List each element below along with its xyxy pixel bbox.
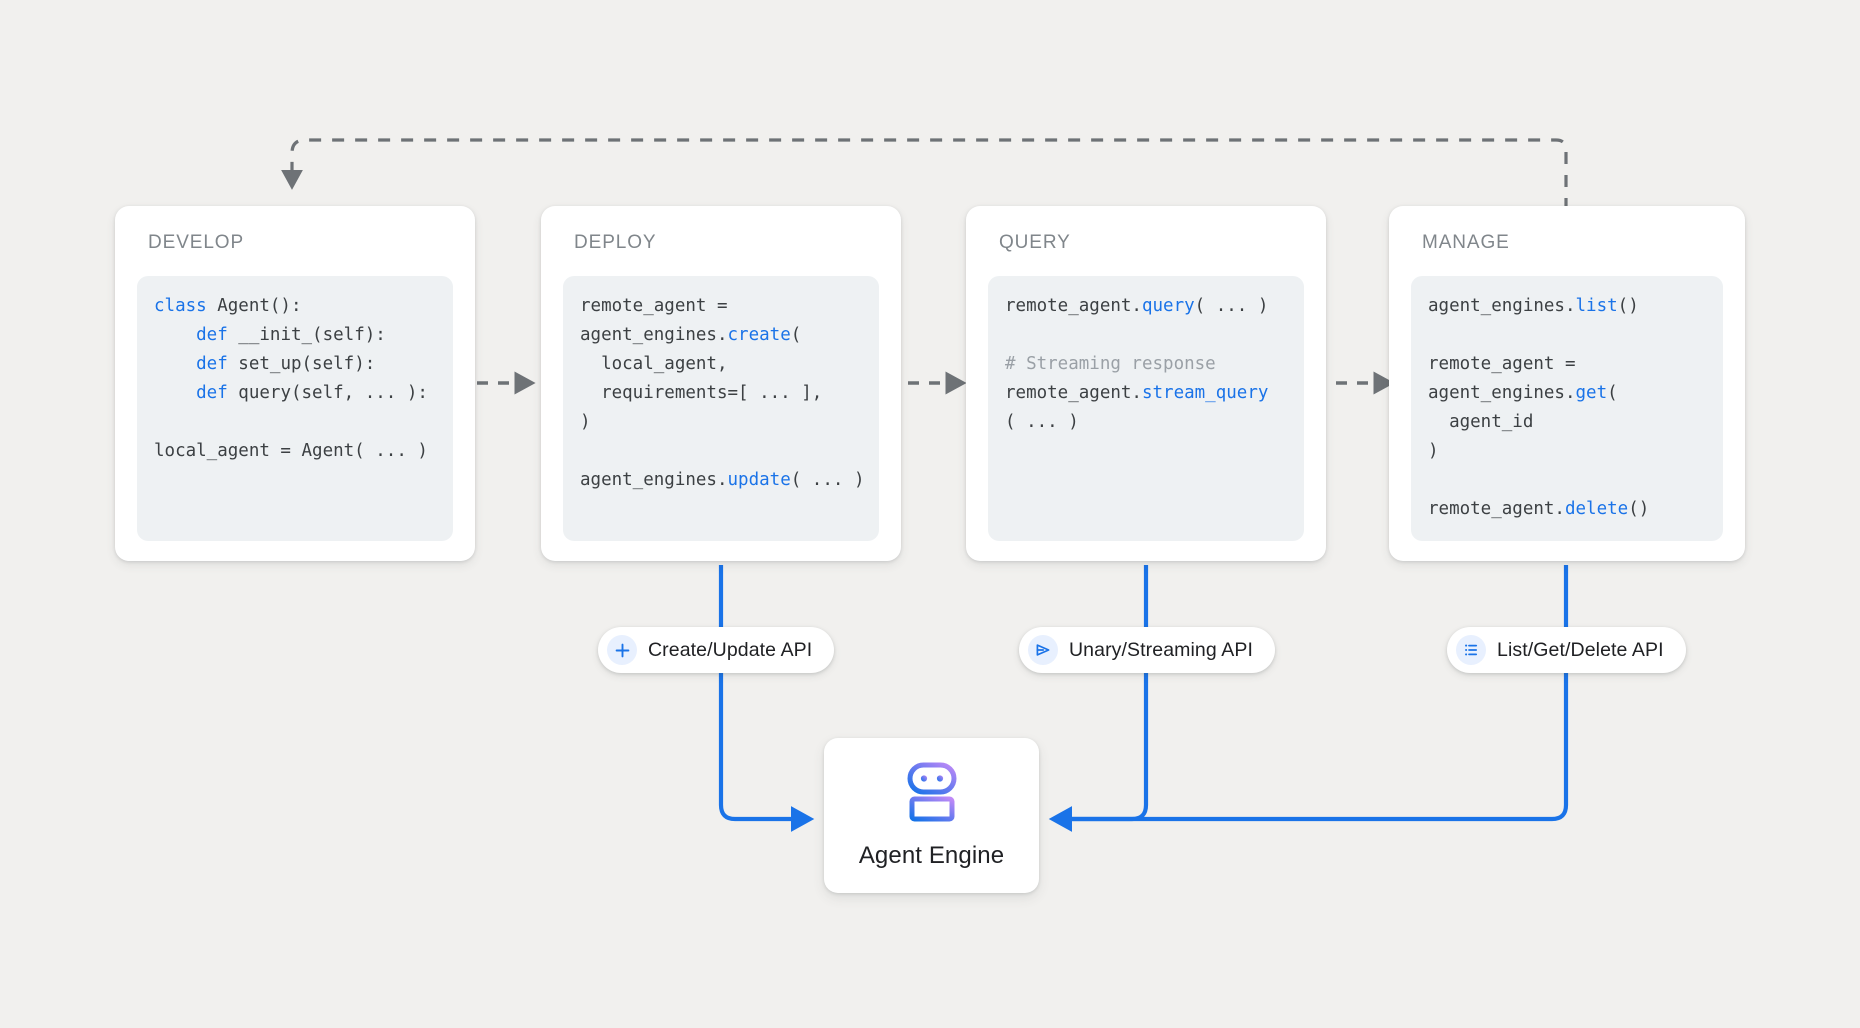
plus-icon xyxy=(607,635,637,665)
wire-deploy-to-engine xyxy=(718,565,815,833)
stage-card-query[interactable]: QUERY remote_agent.query( ... )# Streami… xyxy=(966,206,1326,561)
api-pill-label: Create/Update API xyxy=(648,638,813,661)
list-icon xyxy=(1456,635,1486,665)
stage-title-manage: MANAGE xyxy=(1422,232,1510,253)
stage-title-deploy: DEPLOY xyxy=(574,232,657,253)
send-icon xyxy=(1028,635,1058,665)
stage-title-develop: DEVELOP xyxy=(148,232,245,253)
agent-engine-label: Agent Engine xyxy=(858,842,1005,869)
api-pill-unary-streaming[interactable]: Unary/Streaming API xyxy=(1019,627,1275,673)
api-pill-list-get-delete[interactable]: List/Get/Delete API xyxy=(1447,627,1686,673)
wire-manage-to-engine xyxy=(1063,565,1569,822)
stage-card-manage[interactable]: MANAGE agent_engines.list()remote_agent … xyxy=(1389,206,1745,561)
stage-card-develop[interactable]: DEVELOP class Agent(): def __init_(self)… xyxy=(115,206,475,561)
stage-code-deploy: remote_agent =agent_engines.create( loca… xyxy=(563,276,879,541)
stage-card-deploy[interactable]: DEPLOY remote_agent =agent_engines.creat… xyxy=(541,206,901,561)
stage-code-query: remote_agent.query( ... )# Streaming res… xyxy=(988,276,1304,541)
stage-title-query: QUERY xyxy=(999,232,1071,253)
api-pill-label: Unary/Streaming API xyxy=(1069,638,1253,661)
wire-query-to-engine xyxy=(1048,565,1149,833)
feedback-loop-arrow xyxy=(281,138,1568,210)
agent-engine-node[interactable]: Agent Engine xyxy=(824,738,1039,893)
api-pill-label: List/Get/Delete API xyxy=(1497,638,1664,661)
robot-icon xyxy=(899,761,965,828)
stage-code-manage: agent_engines.list()remote_agent =agent_… xyxy=(1411,276,1723,541)
api-pill-create-update[interactable]: Create/Update API xyxy=(598,627,835,673)
stage-code-develop: class Agent(): def __init_(self): def se… xyxy=(137,276,453,541)
